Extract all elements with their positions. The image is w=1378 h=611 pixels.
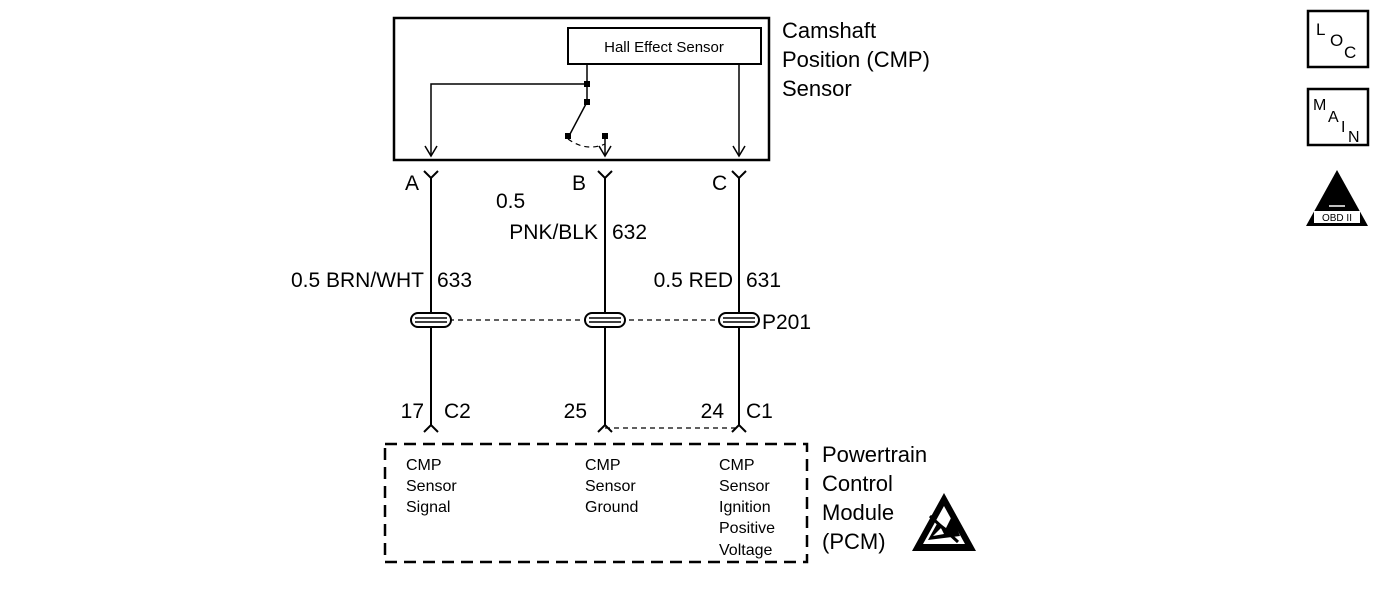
switch-contact xyxy=(584,81,590,87)
terminal-b-label: B xyxy=(572,172,586,195)
pcm-signal-label: CMP Sensor Signal xyxy=(406,457,461,516)
pcm-voltage-label-line: Ignition xyxy=(719,499,771,516)
switch-contact xyxy=(584,99,590,105)
pcm-signal-label-line: Signal xyxy=(406,499,450,516)
terminal-a-label: A xyxy=(405,172,419,195)
pcm-ground-label-line: Sensor xyxy=(585,478,636,495)
terminal-c-connector xyxy=(731,170,747,180)
pcm-pin-c-number: 24 xyxy=(701,400,725,423)
pcm-title-line: Module xyxy=(822,500,894,525)
cmp-sensor-title-line: Position (CMP) xyxy=(782,47,930,72)
wire-c-color-label: 0.5 RED xyxy=(654,269,733,292)
pcm-pin-a-number: 17 xyxy=(401,400,424,423)
pcm-title: Powertrain Control Module (PCM) xyxy=(822,442,933,554)
pcm-voltage-label-line: CMP xyxy=(719,457,754,474)
pcm-signal-label-line: CMP xyxy=(406,457,441,474)
terminal-a-connector xyxy=(423,170,439,180)
obd-ii-numeral: II xyxy=(1332,187,1342,207)
main-icon-letter: M xyxy=(1313,97,1326,114)
switch-contact xyxy=(602,133,608,139)
cmp-sensor-box xyxy=(392,16,771,162)
pcm-voltage-label-line: Voltage xyxy=(719,542,772,559)
pcm-title-line: Powertrain xyxy=(822,442,927,467)
hall-switch-blade xyxy=(568,101,588,137)
pcm-voltage-label: CMP Sensor Ignition Positive Voltage xyxy=(719,457,779,559)
obd-ii-icon[interactable]: II OBD II xyxy=(1306,170,1368,226)
pcm-ground-label-line: Ground xyxy=(585,499,638,516)
pcm-box xyxy=(383,442,809,564)
terminal-c-label: C xyxy=(712,172,727,195)
pcm-terminal-a xyxy=(423,423,439,433)
pcm-ground-label: CMP Sensor Ground xyxy=(585,457,640,516)
pcm-pin-a-connector: C2 xyxy=(444,400,471,423)
wire-a-circuit-label: 633 xyxy=(437,269,472,292)
pcm-pin-b-number: 25 xyxy=(564,400,587,423)
pcm-voltage-label-line: Sensor xyxy=(719,478,770,495)
wire-a-color-label: 0.5 BRN/WHT xyxy=(291,269,424,292)
loc-icon-letter: C xyxy=(1344,43,1356,62)
loc-icon-letter: O xyxy=(1330,31,1343,50)
pcm-title-line: Control xyxy=(822,471,893,496)
loc-icon-letter: L xyxy=(1316,20,1325,39)
wire-b-color-label: PNK/BLK xyxy=(509,221,598,244)
splice-connector-a xyxy=(410,312,452,328)
wire-b-size-label: 0.5 xyxy=(496,190,525,213)
pcm-pin-c-connector: C1 xyxy=(746,400,773,423)
splice-connector-c xyxy=(718,312,760,328)
main-icon-letter: N xyxy=(1348,129,1360,146)
wire-c-circuit-label: 631 xyxy=(746,269,781,292)
pcm-signal-label-line: Sensor xyxy=(406,478,457,495)
pcm-ground-label-line: CMP xyxy=(585,457,620,474)
esd-warning-icon xyxy=(912,493,976,551)
terminal-b-connector xyxy=(597,170,613,180)
main-icon-letter: I xyxy=(1341,119,1345,136)
pcm-voltage-label-line: Positive xyxy=(719,520,775,537)
main-icon[interactable]: M A I N xyxy=(1306,87,1370,147)
hall-effect-sensor-label: Hall Effect Sensor xyxy=(604,39,724,56)
pcm-terminal-c xyxy=(731,423,747,433)
hall-effect-sensor-box xyxy=(567,27,762,65)
main-icon-letter: A xyxy=(1328,109,1339,126)
cmp-sensor-title: Camshaft Position (CMP) Sensor xyxy=(782,18,936,101)
pcm-title-line: (PCM) xyxy=(822,529,886,554)
wire-b-circuit-label: 632 xyxy=(612,221,647,244)
obd-ii-label: OBD II xyxy=(1322,213,1352,224)
splice-connector-b xyxy=(584,312,626,328)
cmp-sensor-title-line: Sensor xyxy=(782,76,852,101)
switch-contact xyxy=(565,133,571,139)
loc-icon[interactable]: L O C xyxy=(1306,9,1370,69)
cmp-sensor-title-line: Camshaft xyxy=(782,18,876,43)
pcm-terminal-b xyxy=(597,423,613,433)
splice-label: P201 xyxy=(762,311,811,334)
